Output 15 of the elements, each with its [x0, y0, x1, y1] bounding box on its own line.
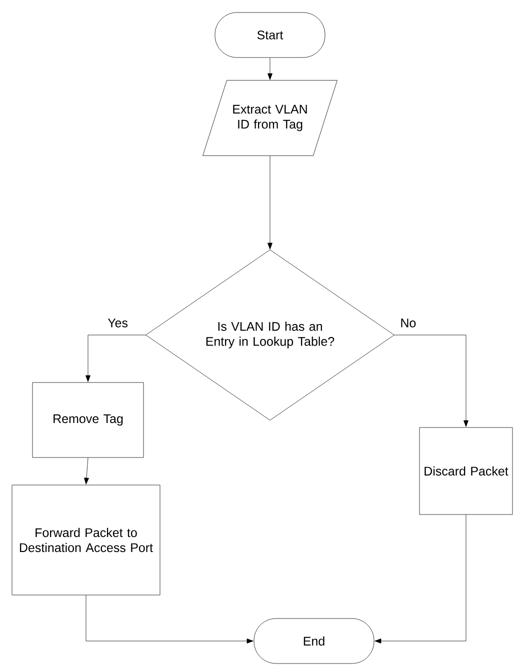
arrow	[86, 595, 254, 644]
arrow	[394, 334, 468, 427]
end-terminal: End	[254, 618, 374, 664]
edge-label: No	[399, 318, 418, 328]
start-terminal: Start	[214, 12, 326, 58]
process-box: Discard Packet	[419, 427, 513, 515]
process-box: Remove Tag	[32, 382, 144, 458]
edge-label: Yes	[106, 318, 129, 328]
arrow	[84, 458, 89, 484]
process-box: Forward Packet to Destination Access Port	[12, 484, 160, 596]
arrow	[374, 514, 466, 644]
input-parallelogram: Extract VLAN ID from Tag	[202, 80, 338, 156]
arrow	[268, 58, 272, 80]
arrow	[268, 156, 272, 250]
arrow	[86, 334, 146, 382]
